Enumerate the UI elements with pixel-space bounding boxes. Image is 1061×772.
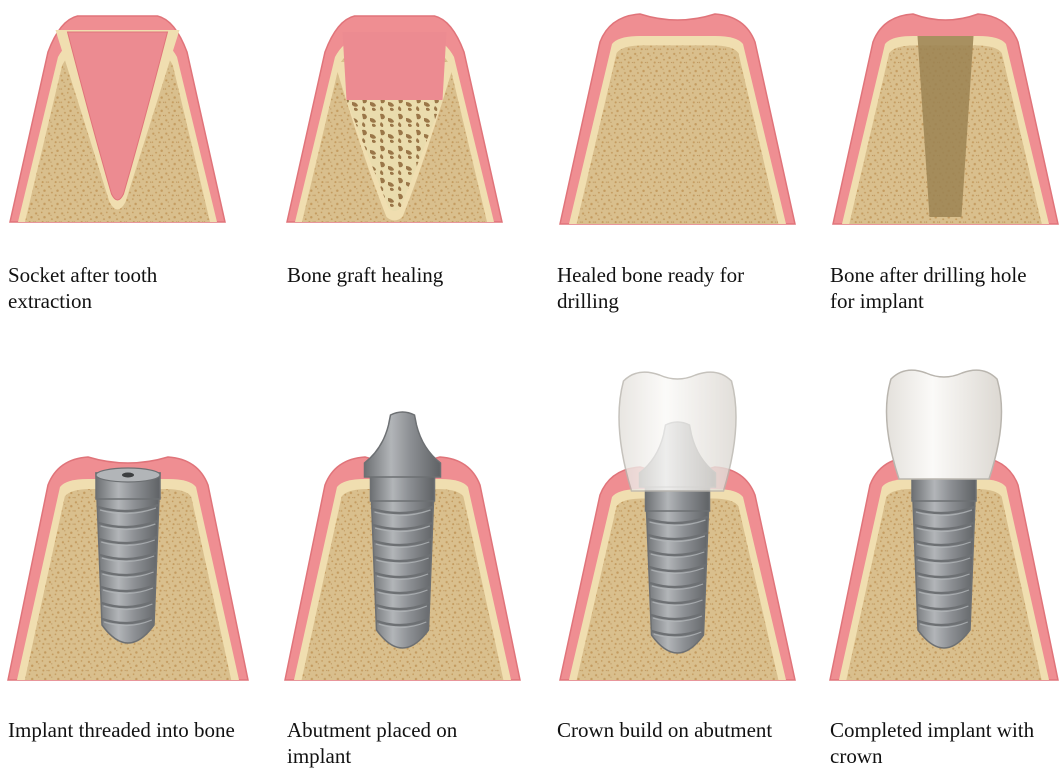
abutment-post xyxy=(365,412,441,477)
caption-healed: Healed bone ready for drilling xyxy=(557,262,744,314)
implant-collar xyxy=(371,475,435,501)
caption-line: implant xyxy=(287,743,457,769)
caption-line: Abutment placed on xyxy=(287,717,457,743)
panel-abutment xyxy=(285,412,520,680)
panel-drilled xyxy=(833,14,1058,224)
panel-healed xyxy=(560,14,795,224)
caption-drilled: Bone after drilling hole for implant xyxy=(830,262,1027,314)
caption-line: Implant threaded into bone xyxy=(8,717,235,743)
caption-line: Healed bone ready for xyxy=(557,262,744,288)
caption-line: Crown build on abutment xyxy=(557,717,772,743)
caption-line: crown xyxy=(830,743,1034,769)
caption-line: drilling xyxy=(557,288,744,314)
panel-implant xyxy=(8,457,248,680)
caption-crown: Crown build on abutment xyxy=(557,717,772,743)
crown-tooth xyxy=(619,372,736,491)
panel-complete xyxy=(830,370,1058,680)
caption-abutment: Abutment placed on implant xyxy=(287,717,457,769)
caption-socket: Socket after tooth extraction xyxy=(8,262,157,314)
caption-line: Bone after drilling hole xyxy=(830,262,1027,288)
caption-complete: Completed implant with crown xyxy=(830,717,1034,769)
panel-socket xyxy=(10,16,225,222)
caption-line: extraction xyxy=(8,288,157,314)
healing-tissue xyxy=(343,32,447,100)
caption-line: Bone graft healing xyxy=(287,262,443,288)
panel-crown xyxy=(560,372,795,680)
caption-line: for implant xyxy=(830,288,1027,314)
panel-graft xyxy=(287,16,502,222)
caption-line: Socket after tooth xyxy=(8,262,157,288)
caption-implant: Implant threaded into bone xyxy=(8,717,235,743)
caption-graft: Bone graft healing xyxy=(287,262,443,288)
crown-tooth xyxy=(887,370,1002,479)
caption-line: Completed implant with xyxy=(830,717,1034,743)
screw-hole xyxy=(122,473,134,478)
